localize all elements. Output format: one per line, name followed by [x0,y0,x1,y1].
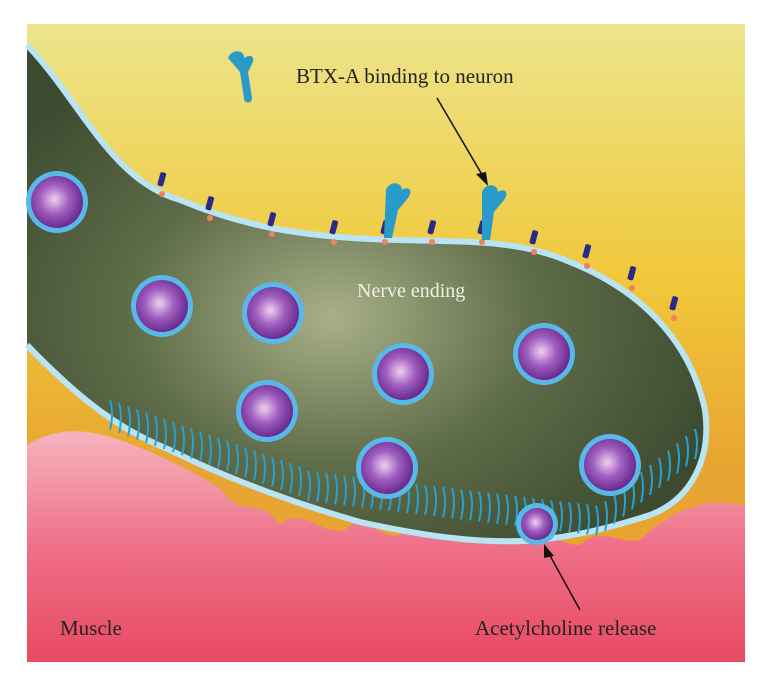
fringe-strand [298,465,302,497]
fringe-strand [595,505,599,536]
fringe-strand [424,484,428,516]
fringe-strand [262,453,266,484]
muscle-label: Muscle [60,616,122,640]
fringe-strand [271,456,275,487]
fringe-strand [604,500,608,532]
fringe-strand [118,402,122,434]
fringe-strand [478,491,482,522]
fringe-strand [217,437,221,469]
fringe-strand [451,487,455,519]
fringe-strand [505,494,509,525]
fringe-strand [460,489,464,520]
receptor-icon [157,172,167,197]
btx-arrowhead [476,172,488,186]
fringe-strand [640,471,644,503]
btx-arrow [436,97,485,179]
fringe-strand [667,450,671,481]
vesicle [356,437,418,499]
fringe-strand [676,443,680,474]
fringe-strand [136,409,140,440]
vesicle [516,503,558,545]
fringe-strand [433,485,437,517]
vesicle [236,380,298,442]
fringe-strand [334,473,338,505]
btx-free-toxin-icon [228,51,254,103]
receptor-icon [627,266,637,291]
vesicle [242,282,304,344]
vesicle [131,275,193,337]
receptor-icon [427,220,437,245]
fringe-strand [190,428,194,459]
fringe-strand [514,495,518,527]
fringe-strand [199,431,203,462]
fringe-strand [244,446,248,478]
fringe-strand [208,434,212,465]
fringe-strand [343,475,347,506]
nerve-ending-label: Nerve ending [357,280,466,302]
fringe-strand [325,472,329,504]
fringe-strand [658,457,662,489]
fringe-strand [694,428,698,460]
vesicles [26,171,641,545]
acetylcholine-arrowhead [544,544,554,558]
fringe-strand [181,424,185,456]
fringe-strand [235,443,239,475]
fringe-strand [586,504,590,535]
fringe-strand [469,490,473,521]
receptor-icon [669,296,679,321]
receptors [157,172,679,321]
fringe-strand [172,421,176,453]
vesicle [372,343,434,405]
fringe-strand [568,502,572,533]
receptor-icon [582,244,592,269]
fringe-strand [442,486,446,518]
receptor-icon [329,220,339,245]
fringe-strand [415,483,419,515]
acetylcholine-label: Acetylcholine release [475,616,657,640]
fringe-strand [316,471,320,503]
fringe-strand [154,415,158,446]
fringe-strand [145,412,149,443]
vesicle [513,323,575,385]
fringe-strand [280,459,284,491]
nerve-ending [24,42,710,545]
fringe-strand [577,503,581,534]
receptor-icon [267,212,277,237]
fringe-strand [649,464,653,496]
vesicle [26,171,88,233]
fringe-strand [613,493,617,525]
fringe-strand [307,470,311,502]
muscle [27,431,745,662]
fringe-strand [289,462,293,494]
fringe-strand [109,399,113,431]
vesicle [579,434,641,496]
receptor-icon [529,230,539,255]
fringe-strand [163,418,167,450]
fringe-strand [253,450,257,481]
btx-bound-toxin-icon [384,183,507,240]
fringe-strand [685,435,689,467]
receptor-icon [205,196,215,221]
fringe-strand [559,500,563,532]
acetylcholine-arrow [547,551,581,611]
fringe-strand [226,440,230,472]
btx-label: BTX-A binding to neuron [296,64,514,88]
fringe-strand [127,406,131,437]
fringe-strand [496,493,500,524]
fringe-strand [352,476,356,507]
fringe-strand [487,492,491,523]
